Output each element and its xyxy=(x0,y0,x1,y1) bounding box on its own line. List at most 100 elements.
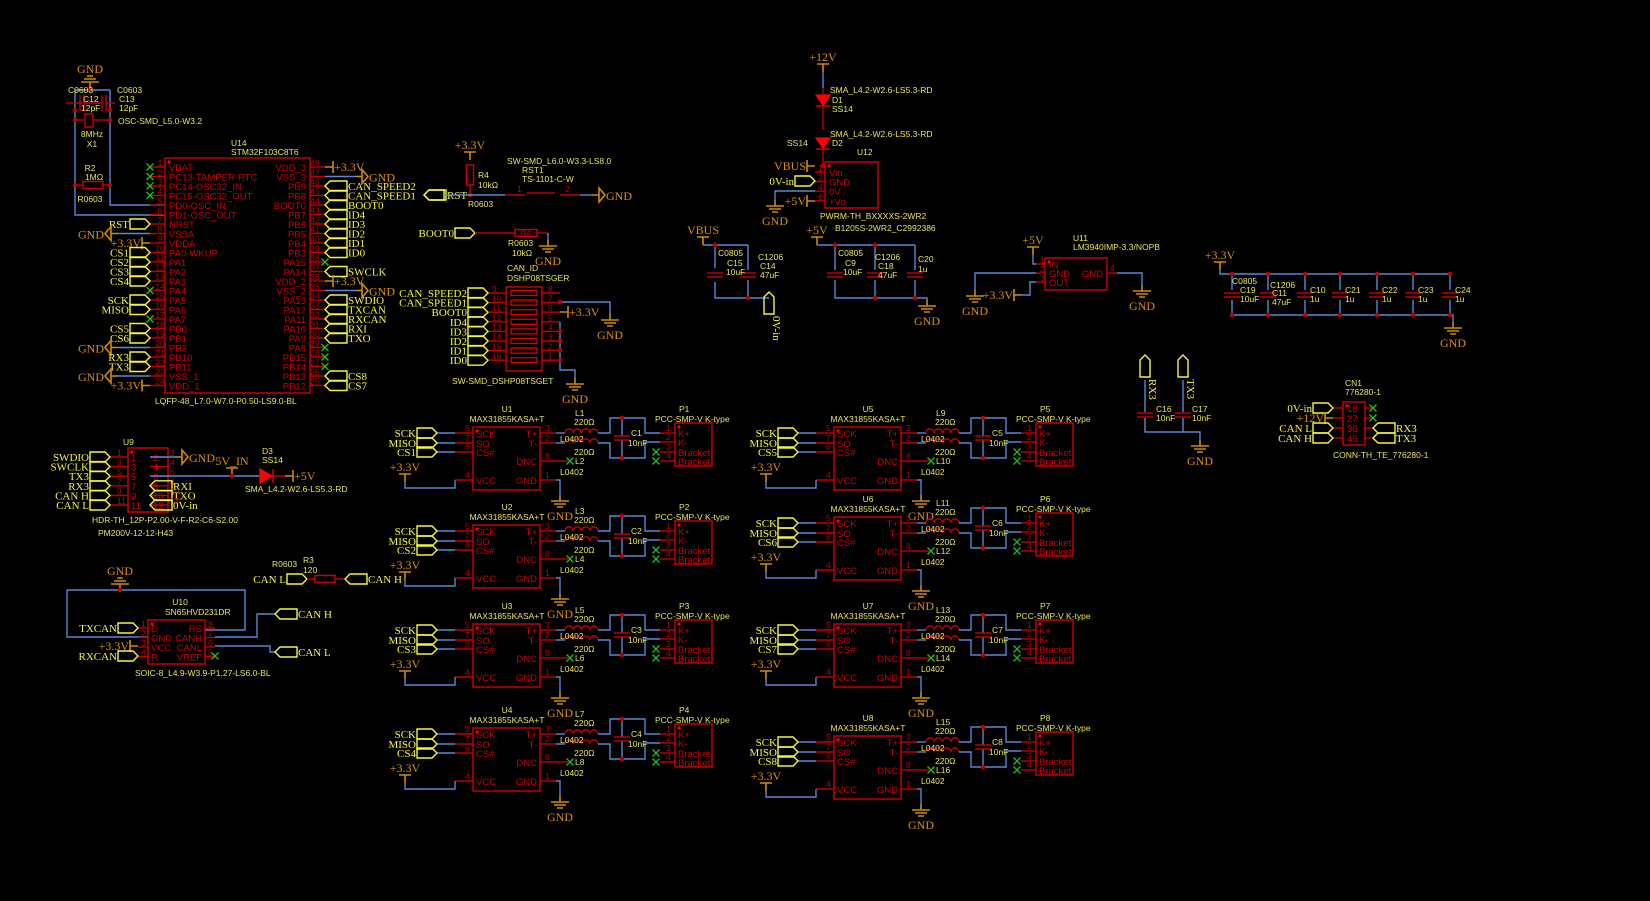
net-flag[interactable] xyxy=(416,728,438,740)
net-flag[interactable] xyxy=(467,344,489,357)
net-flag[interactable] xyxy=(324,208,348,221)
dip-switch-toggle[interactable] xyxy=(510,318,538,325)
net-flag[interactable] xyxy=(777,427,799,439)
u9-header-body[interactable] xyxy=(127,447,169,513)
net-flag[interactable] xyxy=(286,573,308,585)
dip-switch-toggle[interactable] xyxy=(510,347,538,354)
net-flag[interactable] xyxy=(777,446,799,458)
dip-switch-toggle[interactable] xyxy=(510,328,538,335)
net-flag[interactable] xyxy=(777,755,799,767)
thermocouple-connector-body[interactable] xyxy=(1035,619,1074,664)
net-flag[interactable] xyxy=(324,370,348,382)
net-flag[interactable] xyxy=(117,622,139,634)
max31855-body[interactable] xyxy=(833,516,902,581)
net-flag[interactable] xyxy=(324,218,348,230)
net-flag[interactable] xyxy=(794,175,816,187)
net-flag[interactable] xyxy=(324,246,348,259)
net-flag[interactable] xyxy=(1312,432,1334,444)
thermocouple-connector-body[interactable] xyxy=(1035,731,1074,776)
net-flag[interactable] xyxy=(777,517,799,529)
u12-dcdc-body[interactable] xyxy=(824,161,879,209)
net-flag[interactable] xyxy=(416,544,438,556)
net-flag[interactable] xyxy=(467,287,489,299)
net-flag[interactable] xyxy=(467,296,489,309)
net-flag[interactable] xyxy=(1372,422,1396,434)
net-flag[interactable] xyxy=(129,322,151,335)
net-flag[interactable] xyxy=(416,446,438,458)
net-flag[interactable] xyxy=(1312,402,1334,414)
max31855-body[interactable] xyxy=(472,623,541,688)
dip-switch-toggle[interactable] xyxy=(510,289,538,297)
net-flag[interactable] xyxy=(324,199,348,211)
u10-can-transceiver-body[interactable] xyxy=(147,619,206,665)
thermocouple-connector-body[interactable] xyxy=(674,619,713,664)
net-flag[interactable] xyxy=(416,747,438,759)
net-flag[interactable] xyxy=(129,246,151,259)
net-flag[interactable] xyxy=(1177,354,1189,378)
net-flag[interactable] xyxy=(129,351,151,363)
net-flag[interactable] xyxy=(89,480,111,492)
net-flag[interactable] xyxy=(129,265,151,278)
net-flag[interactable] xyxy=(777,624,799,636)
max31855-body[interactable] xyxy=(833,623,902,688)
net-flag[interactable] xyxy=(324,379,348,392)
net-flag[interactable] xyxy=(416,624,438,636)
net-flag[interactable] xyxy=(324,265,348,278)
thermocouple-connector-body[interactable] xyxy=(674,520,713,565)
net-flag[interactable] xyxy=(117,650,139,662)
net-flag[interactable] xyxy=(89,499,111,511)
net-flag[interactable] xyxy=(324,313,348,325)
net-flag[interactable] xyxy=(416,525,438,537)
net-flag[interactable] xyxy=(324,303,348,316)
net-flag[interactable] xyxy=(344,573,368,585)
net-flag[interactable] xyxy=(1139,354,1151,378)
net-flag[interactable] xyxy=(274,646,298,658)
net-flag[interactable] xyxy=(324,237,348,249)
u14-stm32-body[interactable] xyxy=(164,157,311,394)
net-flag[interactable] xyxy=(129,360,151,373)
net-flag[interactable] xyxy=(467,306,489,318)
max31855-body[interactable] xyxy=(472,426,541,491)
net-flag[interactable] xyxy=(129,303,151,316)
thermocouple-connector-body[interactable] xyxy=(1035,512,1074,557)
dip-switch-toggle[interactable] xyxy=(510,299,538,306)
net-flag[interactable] xyxy=(777,536,799,548)
dip-switch-body[interactable] xyxy=(505,286,543,372)
net-flag[interactable] xyxy=(324,294,348,306)
net-flag[interactable] xyxy=(129,275,151,287)
dip-switch-toggle[interactable] xyxy=(510,309,538,316)
net-flag[interactable] xyxy=(467,316,489,328)
net-flag[interactable] xyxy=(89,460,111,473)
u11-ldo-body[interactable] xyxy=(1044,257,1108,291)
net-flag[interactable] xyxy=(324,189,348,202)
net-flag[interactable] xyxy=(467,335,489,347)
max31855-body[interactable] xyxy=(472,727,541,792)
thermocouple-connector-body[interactable] xyxy=(674,723,713,768)
max31855-body[interactable] xyxy=(833,426,902,491)
net-flag[interactable] xyxy=(416,643,438,655)
net-flag[interactable] xyxy=(149,480,173,492)
cn1-connector-body[interactable] xyxy=(1342,401,1366,446)
net-flag[interactable] xyxy=(129,332,151,344)
net-flag[interactable] xyxy=(416,427,438,439)
dip-switch-toggle[interactable] xyxy=(510,357,538,364)
max31855-body[interactable] xyxy=(833,735,902,800)
net-flag[interactable] xyxy=(89,470,111,482)
net-flag[interactable] xyxy=(129,294,151,306)
net-flag[interactable] xyxy=(1372,432,1396,444)
net-flag[interactable] xyxy=(777,736,799,748)
net-flag[interactable] xyxy=(324,227,348,240)
net-flag[interactable] xyxy=(149,499,173,511)
net-flag[interactable] xyxy=(324,180,348,192)
net-flag[interactable] xyxy=(467,354,489,366)
net-flag[interactable] xyxy=(89,489,111,502)
net-flag[interactable] xyxy=(324,332,348,344)
net-flag[interactable] xyxy=(454,227,476,239)
thermocouple-connector-body[interactable] xyxy=(1035,422,1074,467)
net-flag[interactable] xyxy=(1312,422,1334,434)
dip-switch-toggle[interactable] xyxy=(510,337,538,345)
net-flag[interactable] xyxy=(274,608,298,620)
net-flag[interactable] xyxy=(467,325,489,338)
net-flag[interactable] xyxy=(777,643,799,655)
